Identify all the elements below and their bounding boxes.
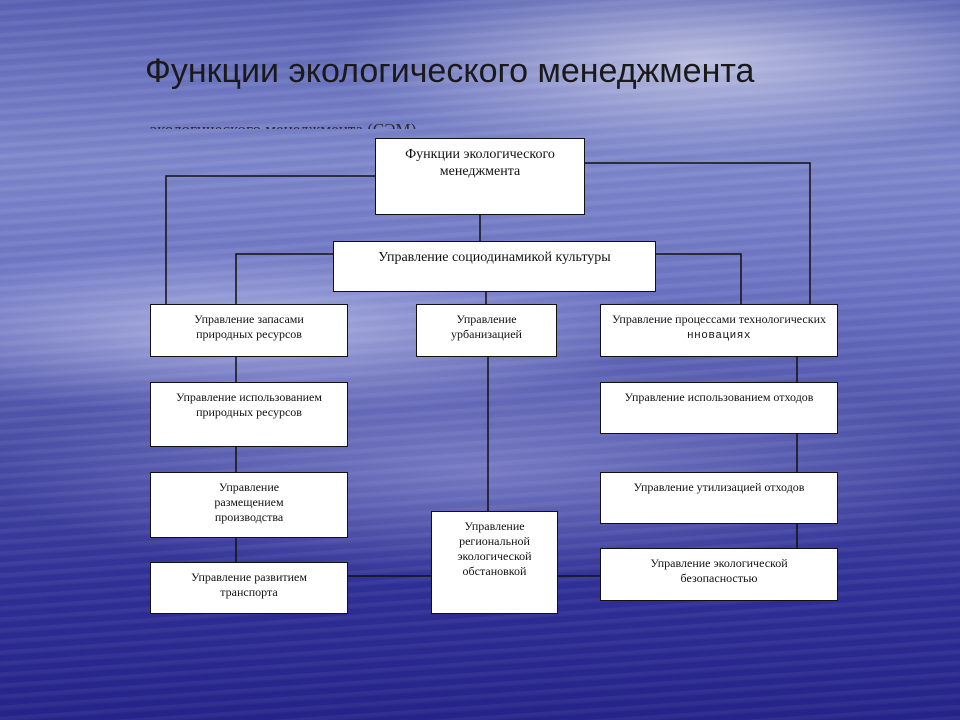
node-ecological-safety: Управление экологической безопасностью <box>600 548 838 601</box>
node-ecological-safety-label: Управление экологической безопасностью <box>650 556 788 585</box>
node-tech-innovation-label-a: Управление процессами технологических <box>611 312 827 326</box>
node-use-resources: Управление использованием природных ресу… <box>150 382 348 447</box>
node-use-resources-label: Управление использованием природных ресу… <box>176 390 322 419</box>
node-waste-utilization: Управление утилизацией отходов <box>600 472 838 524</box>
node-resource-reserves-label: Управление запасами природных ресурсов <box>194 312 304 341</box>
node-tech-innovation-label-b: нновациях <box>687 330 751 342</box>
node-root: Функции экологического менеджмента <box>375 138 585 215</box>
overlapped-text: экологического менеджмента (СЭМ). <box>150 115 420 129</box>
node-waste-use-label: Управление использованием отходов <box>624 390 814 404</box>
node-urbanization-label: Управление урбанизацией <box>451 312 522 341</box>
node-root-label: Функции экологического менеджмента <box>405 147 555 179</box>
connector-root-left <box>165 175 375 304</box>
connector-socio-left <box>235 253 333 304</box>
connector-root-right <box>585 162 811 304</box>
slide-title: Функции экологического менеджмента <box>145 52 755 90</box>
node-regional-ecology-label: Управление региональной экологической об… <box>457 519 532 578</box>
overlapped-text-content: экологического менеджмента (СЭМ). <box>150 120 420 129</box>
node-resource-reserves: Управление запасами природных ресурсов <box>150 304 348 357</box>
node-production-placement: Управление размещением производства <box>150 472 348 538</box>
node-urbanization: Управление урбанизацией <box>416 304 557 357</box>
node-socio-culture-label: Управление социодинамикой культуры <box>378 250 611 265</box>
node-waste-use: Управление использованием отходов <box>600 382 838 434</box>
connector-socio-right <box>656 253 742 304</box>
node-waste-utilization-label: Управление утилизацией отходов <box>633 480 805 494</box>
node-tech-innovation: Управление процессами технологических нн… <box>600 304 838 357</box>
node-regional-ecology: Управление региональной экологической об… <box>431 511 558 614</box>
node-transport-development-label: Управление развитием транспорта <box>191 570 307 599</box>
node-socio-culture: Управление социодинамикой культуры <box>333 241 656 292</box>
node-production-placement-label: Управление размещением производства <box>214 480 284 524</box>
node-transport-development: Управление развитием транспорта <box>150 562 348 614</box>
